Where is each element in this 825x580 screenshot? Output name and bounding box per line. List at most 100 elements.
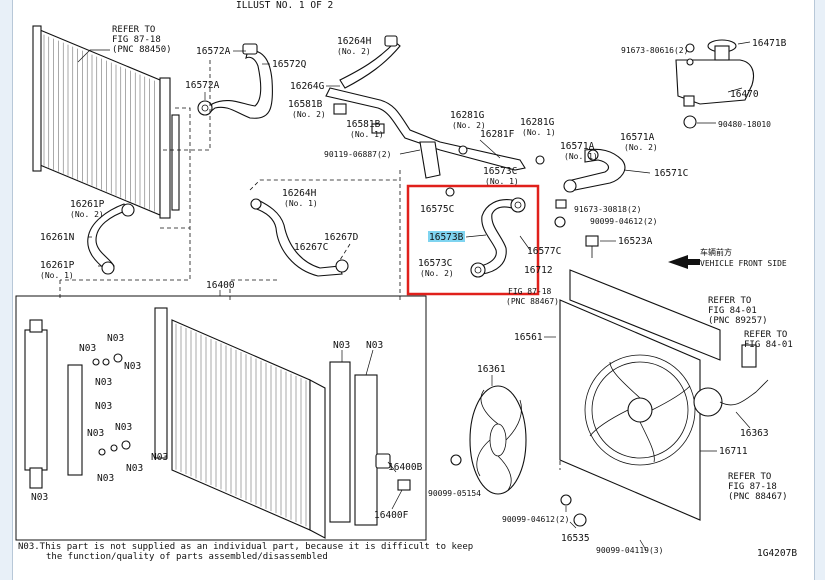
- highlight-box: [406, 184, 540, 296]
- fan-shroud: [559, 269, 769, 521]
- part-label-16575C: 16575C: [420, 204, 454, 215]
- illust-title: ILLUST NO. 1 OF 2: [236, 0, 333, 11]
- refer-pnc-88467-b: (PNC 88467): [506, 297, 559, 306]
- part-label-90119-06887: 90119-06887(2): [324, 150, 391, 159]
- part-label-16712: 16712: [524, 265, 553, 276]
- part-label-n03-12: N03: [333, 340, 350, 351]
- part-label-90099-04119: 90099-04119(3): [596, 546, 663, 555]
- part-label-16400: 16400: [206, 280, 235, 291]
- part-label-16264G: 16264G: [290, 81, 325, 92]
- refer-fig-87-18-e: FIG 87-18: [728, 482, 777, 492]
- part-label-16561: 16561: [514, 332, 543, 343]
- part-label-16571A-no2-n: (No. 2): [624, 143, 658, 152]
- part-label-16581B-no1: 16581B: [346, 119, 381, 130]
- part-label-16261P-no1: 16261P: [40, 260, 75, 271]
- fasteners-mid: [554, 199, 599, 258]
- viewer-left-border: [0, 0, 13, 580]
- refer-fig-label: FIG 87-18: [112, 35, 161, 45]
- part-label-16261P-no2: 16261P: [70, 199, 105, 210]
- part-label-16573C-no1: 16573C: [483, 166, 517, 177]
- hose-16267: [250, 198, 349, 277]
- refer-pnc-89257: (PNC 89257): [708, 316, 768, 326]
- footnote-line-2: the function/quality of parts assembled/…: [46, 552, 328, 562]
- part-label-91673-30818: 91673-30818(2): [574, 205, 641, 214]
- part-label-16581B-no2: 16581B: [288, 99, 323, 110]
- refer-to-label: REFER TO: [112, 25, 155, 35]
- hose-16261: [87, 203, 135, 275]
- part-label-n03-3: N03: [124, 361, 141, 372]
- part-label-16361: 16361: [477, 364, 506, 375]
- part-label-n03-4: N03: [95, 377, 112, 388]
- refer-pnc-88467-e: (PNC 88467): [728, 492, 788, 502]
- refer-to-d: REFER TO: [744, 330, 787, 340]
- part-label-16535: 16535: [561, 533, 590, 544]
- vehicle-front-arrow: [668, 255, 700, 269]
- part-label-16571A-no1-n: (No. 1): [564, 152, 598, 161]
- part-label-16571C: 16571C: [654, 168, 688, 179]
- part-label-16281G-no1-n: (No. 1): [522, 128, 556, 137]
- refer-fig-84-01-d: FIG 84-01: [744, 340, 793, 350]
- part-label-16573C-no2-n: (No. 2): [420, 269, 454, 278]
- part-label-16573C-no1-n: (No. 1): [485, 177, 519, 186]
- radiator-assy: [24, 307, 411, 539]
- viewer-right-border: [814, 0, 825, 580]
- part-label-16264H-top: 16264H: [337, 36, 372, 47]
- part-label-16281G-no2-n: (No. 2): [452, 121, 486, 130]
- part-label-16471B: 16471B: [752, 38, 787, 49]
- part-label-16281F: 16281F: [480, 129, 515, 140]
- part-label-16711: 16711: [719, 446, 748, 457]
- part-label-16470: 16470: [730, 89, 759, 100]
- direction-text: VEHICLE FRONT SIDE: [700, 259, 787, 268]
- refer-pnc-label: (PNC 88450): [112, 45, 172, 55]
- part-label-16573C-no2: 16573C: [418, 258, 452, 269]
- part-label-n03-7: N03: [115, 422, 132, 433]
- part-label-16523A: 16523A: [618, 236, 653, 247]
- part-label-n03-13: N03: [366, 340, 383, 351]
- part-label-16572A-top: 16572A: [196, 46, 231, 57]
- hose-16264: [325, 35, 545, 179]
- part-label-16267C: 16267C: [294, 242, 328, 253]
- part-label-16281G-no2: 16281G: [450, 110, 485, 121]
- part-label-n03-2: N03: [107, 333, 124, 344]
- part-label-16572Q: 16572Q: [272, 59, 307, 70]
- footnote-line-1: N03.This part is not supplied as an indi…: [18, 542, 473, 552]
- part-label-n03-8: N03: [126, 463, 143, 474]
- part-label-16571A-no2: 16571A: [620, 132, 655, 143]
- hose-16572: [197, 43, 273, 119]
- radiator-assy-box: [15, 295, 427, 541]
- part-label-16363: 16363: [740, 428, 769, 439]
- part-label-highlight-bg: [428, 231, 465, 242]
- refer-to-c: REFER TO: [708, 296, 751, 306]
- part-label-16264H-no1-n: (No. 1): [284, 199, 318, 208]
- illust-id: 1G4207B: [757, 548, 797, 559]
- part-label-90099-04612-c: 90099-04612(2): [502, 515, 569, 524]
- part-label-16267D: 16267D: [324, 232, 359, 243]
- part-label-90099-04612-a: 90099-04612(2): [590, 217, 657, 226]
- condenser: [32, 25, 180, 219]
- part-label-n03-1: N03: [79, 343, 96, 354]
- part-label-16261P-no1-n: (No. 1): [40, 271, 74, 280]
- reserve-tank: [675, 39, 755, 129]
- part-label-90480-18010: 90480-18010: [718, 120, 771, 129]
- part-label-16400F: 16400F: [374, 510, 409, 521]
- part-label-16264H-top-no: (No. 2): [337, 47, 371, 56]
- part-label-n03-11: N03: [31, 492, 48, 503]
- part-label-16261P-no2-n: (No. 2): [70, 210, 104, 219]
- refer-fig-87-18-b: FIG 87-18: [508, 287, 552, 296]
- part-label-16577C: 16577C: [527, 246, 561, 257]
- part-label-16581B-no2-n: (No. 2): [292, 110, 326, 119]
- refer-to-e: REFER TO: [728, 472, 771, 482]
- part-label-16261N: 16261N: [40, 232, 75, 243]
- direction-glyphs: 车辆前方: [700, 247, 732, 257]
- part-label-16281G-no1: 16281G: [520, 117, 555, 128]
- part-label-n03-10: N03: [151, 452, 168, 463]
- hose-16573: [445, 187, 526, 278]
- part-label-16581B-no1-n: (No. 1): [350, 130, 384, 139]
- part-label-n03-5: N03: [95, 401, 112, 412]
- part-label-16573B[interactable]: 16573B: [429, 232, 464, 243]
- part-label-16400B: 16400B: [388, 462, 423, 473]
- part-label-16264H-no1: 16264H: [282, 188, 317, 199]
- part-label-n03-6: N03: [87, 428, 104, 439]
